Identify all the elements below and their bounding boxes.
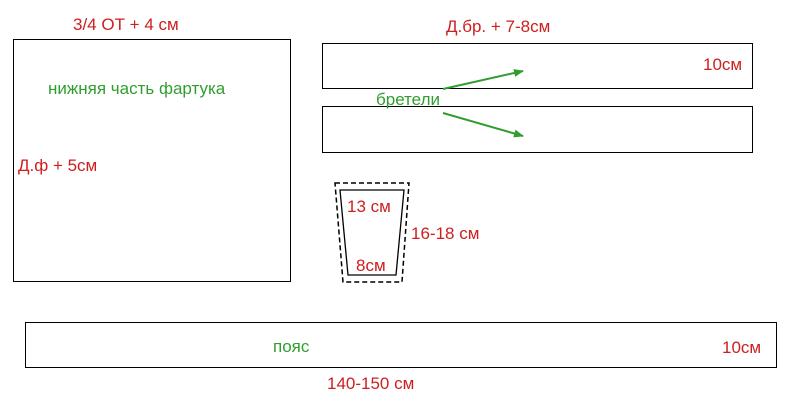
strap-arrow-bottom xyxy=(442,112,524,138)
straps-length-label: Д.бр. + 7-8см xyxy=(446,17,551,36)
pocket-bottom-label: 8см xyxy=(356,256,386,275)
bottom-part-height-label: Д.ф + 5см xyxy=(18,156,98,175)
pocket-height-label: 16-18 см xyxy=(411,224,480,243)
strap-pattern-bottom xyxy=(322,106,753,153)
belt-length-label: 140-150 см xyxy=(327,374,415,393)
belt-name: пояс xyxy=(273,337,310,356)
bottom-part-pattern xyxy=(13,39,291,282)
strap-pattern-top xyxy=(322,43,753,89)
straps-width-label: 10см xyxy=(703,55,743,74)
bottom-part-width-label: 3/4 ОТ + 4 см xyxy=(73,15,179,34)
belt-pattern xyxy=(25,322,777,368)
belt-width-label: 10см xyxy=(722,338,762,357)
pocket-pattern xyxy=(339,189,405,276)
strap-arrow-top xyxy=(442,69,524,90)
bottom-part-name: нижняя часть фартука xyxy=(48,79,226,98)
pocket-top-label: 13 см xyxy=(347,197,391,216)
straps-name: бретели xyxy=(376,90,440,109)
pocket-seam-allowance xyxy=(334,182,410,283)
